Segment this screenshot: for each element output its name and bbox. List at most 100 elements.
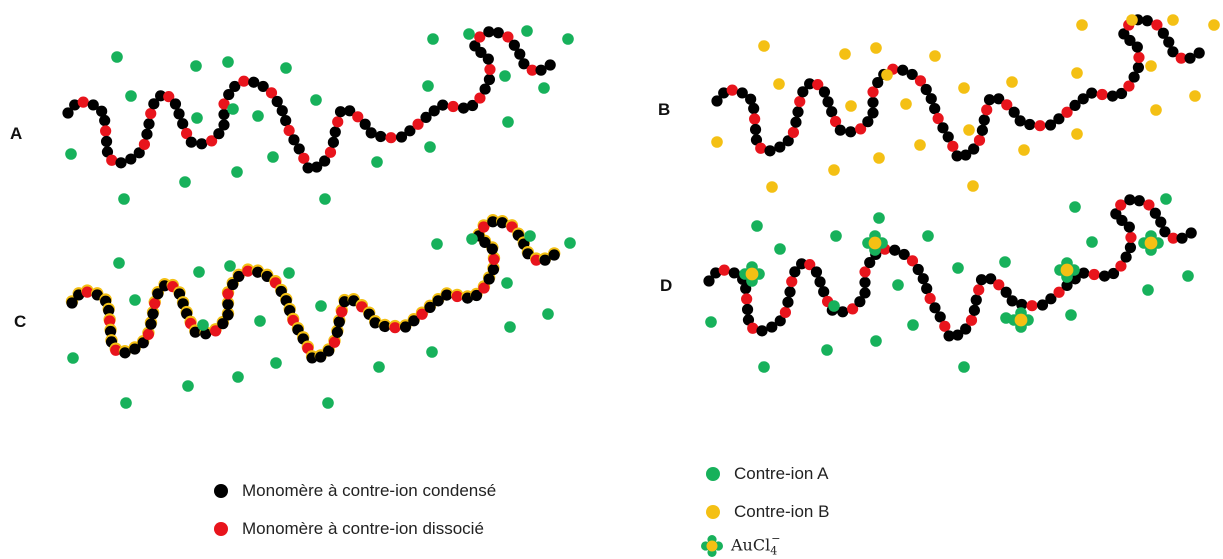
monomer-condensed: [1131, 41, 1143, 53]
monomer-condensed: [223, 88, 235, 101]
counterion-b: [1126, 14, 1138, 26]
monomer-dissociated: [138, 138, 151, 150]
monomer-condensed: [889, 244, 901, 256]
legend-counterion-a-label: Contre-ion A: [734, 464, 829, 483]
monomer-dissociated: [163, 91, 175, 103]
counterion-a: [424, 141, 436, 153]
monomer-dissociated: [222, 288, 234, 300]
counterion-a: [120, 397, 132, 409]
counterion-a: [562, 33, 574, 45]
monomer-condensed: [1016, 298, 1028, 311]
monomer-condensed: [334, 106, 347, 118]
monomer-condensed: [217, 318, 229, 330]
monomer-condensed: [898, 248, 910, 261]
monomer-condensed: [200, 328, 212, 340]
monomer-condensed: [424, 301, 436, 314]
counterion-a: [227, 103, 239, 115]
counterion-b: [766, 181, 778, 193]
monomer-dissociated: [104, 315, 116, 327]
monomer-dissociated: [867, 86, 879, 98]
monomer-condensed: [1118, 28, 1130, 40]
monomer-condensed: [1045, 293, 1057, 305]
monomer-condensed: [213, 128, 225, 140]
monomer-condensed: [331, 326, 343, 338]
monomer-condensed: [432, 295, 444, 307]
monomer-dissociated: [1053, 286, 1065, 298]
monomer-condensed: [975, 274, 988, 286]
monomer-condensed: [100, 135, 113, 148]
monomer-dissociated: [106, 154, 118, 166]
counterion-b: [958, 82, 970, 94]
monomer-condensed: [1115, 87, 1128, 100]
counterion-a: [231, 166, 243, 178]
counterion-a: [1160, 193, 1172, 205]
monomer-condensed: [748, 102, 760, 115]
monomer-condensed: [133, 147, 145, 159]
black-dot-icon: [214, 484, 228, 498]
monomer-condensed: [1024, 118, 1036, 131]
monomer-condensed: [548, 249, 560, 261]
counterion-a: [466, 233, 478, 245]
monomer-condensed: [148, 98, 160, 110]
monomer-dissociated: [981, 104, 993, 116]
monomer-condensed: [782, 296, 794, 308]
monomer-dissociated: [812, 79, 824, 91]
monomer-condensed: [1184, 52, 1196, 64]
monomer-condensed: [942, 131, 954, 143]
monomer-dissociated: [855, 123, 867, 135]
counterion-a: [129, 294, 141, 306]
panel-d-aucl4-complexes: [739, 230, 1164, 333]
monomer-condensed: [229, 80, 241, 93]
monomer-condensed: [280, 115, 292, 127]
monomer-condensed: [756, 325, 768, 337]
counterion-a: [501, 277, 513, 289]
counterion-b: [1071, 67, 1083, 79]
legend-aucl4: AuCl4−: [701, 532, 780, 558]
counterion-a: [758, 361, 770, 373]
monomer-dissociated: [1115, 260, 1127, 272]
monomer-condensed: [764, 145, 776, 157]
monomer-condensed: [143, 118, 155, 130]
monomer-condensed: [222, 309, 234, 321]
counterion-b: [1071, 128, 1083, 140]
monomer-dissociated: [412, 118, 424, 130]
monomer-dissociated: [1026, 300, 1038, 312]
legend-condensed: Monomère à contre-ion condensé: [214, 481, 496, 501]
counterion-a: [322, 397, 334, 409]
monomer-dissociated: [973, 284, 985, 296]
monomer-dissociated: [242, 265, 254, 277]
monomer-dissociated: [451, 290, 463, 303]
counterion-a: [538, 82, 550, 94]
panel-a-chain: [62, 26, 556, 174]
counterion-a: [952, 262, 964, 274]
monomer-condensed: [1193, 47, 1205, 59]
counterion-a: [193, 266, 205, 278]
monomer-condensed: [960, 323, 972, 335]
legend-dissociated: Monomère à contre-ion dissocié: [214, 519, 484, 539]
counterion-b: [963, 124, 975, 136]
monomer-condensed: [365, 127, 377, 139]
monomer-dissociated: [100, 125, 112, 137]
counterion-b: [1167, 14, 1179, 26]
monomer-condensed: [169, 98, 182, 110]
legend-counterion-b: Contre-ion B: [706, 502, 829, 522]
monomer-condensed: [766, 321, 778, 333]
monomer-condensed: [119, 347, 131, 359]
monomer-dissociated: [1133, 51, 1145, 64]
monomer-condensed: [810, 266, 823, 278]
monomer-condensed: [276, 105, 288, 117]
monomer-dissociated: [478, 221, 490, 233]
counterion-a: [373, 361, 385, 373]
monomer-condensed: [740, 282, 752, 295]
monomer-condensed: [774, 141, 786, 153]
monomer-condensed: [1061, 279, 1073, 292]
monomer-condensed: [1167, 46, 1179, 58]
monomer-condensed: [1110, 208, 1122, 220]
monomer-condensed: [1128, 71, 1140, 83]
monomer-dissociated: [932, 112, 944, 125]
monomer-condensed: [466, 99, 479, 112]
monomer-condensed: [1149, 207, 1161, 219]
counterion-a: [521, 25, 533, 37]
counterion-a: [870, 335, 882, 347]
monomer-condensed: [710, 267, 722, 279]
